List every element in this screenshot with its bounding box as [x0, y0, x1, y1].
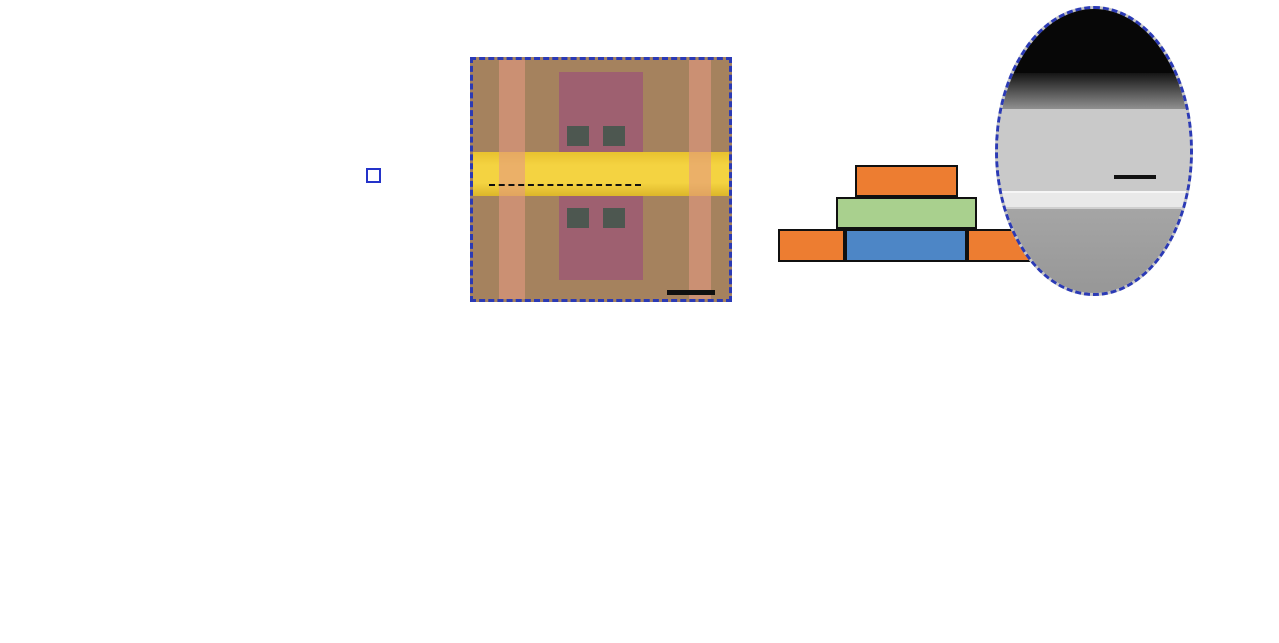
source-electrode — [778, 229, 845, 262]
gate-layer — [855, 165, 958, 197]
tem-scalebar — [1114, 175, 1156, 179]
array-selection-box — [366, 168, 381, 183]
device-pad — [567, 126, 589, 146]
device-schematic-panel — [740, 0, 1279, 336]
device-pad — [603, 208, 625, 228]
lixsio2-layer — [836, 197, 977, 229]
conductance-pulse-chart — [455, 340, 807, 640]
gate-dashed-line — [489, 184, 641, 186]
device-zoom-micrograph — [470, 57, 732, 302]
lixsio2-tem-layer — [998, 109, 1190, 191]
sio2-tem-layer — [998, 209, 1190, 293]
device-array-micrograph — [160, 58, 423, 321]
scalebar — [667, 290, 715, 295]
nb2o5-tem-layer — [998, 191, 1190, 209]
electrode-stripe — [689, 60, 711, 299]
device-pad — [567, 208, 589, 228]
cr-layer — [998, 73, 1190, 109]
retention-chart — [808, 340, 1279, 640]
device-pad — [603, 126, 625, 146]
nb2o5-layer — [845, 229, 967, 262]
tem-cross-section — [995, 6, 1193, 296]
transfer-curves-chart — [100, 340, 452, 640]
electrode-stripe — [499, 60, 525, 299]
au-layer — [998, 9, 1190, 73]
